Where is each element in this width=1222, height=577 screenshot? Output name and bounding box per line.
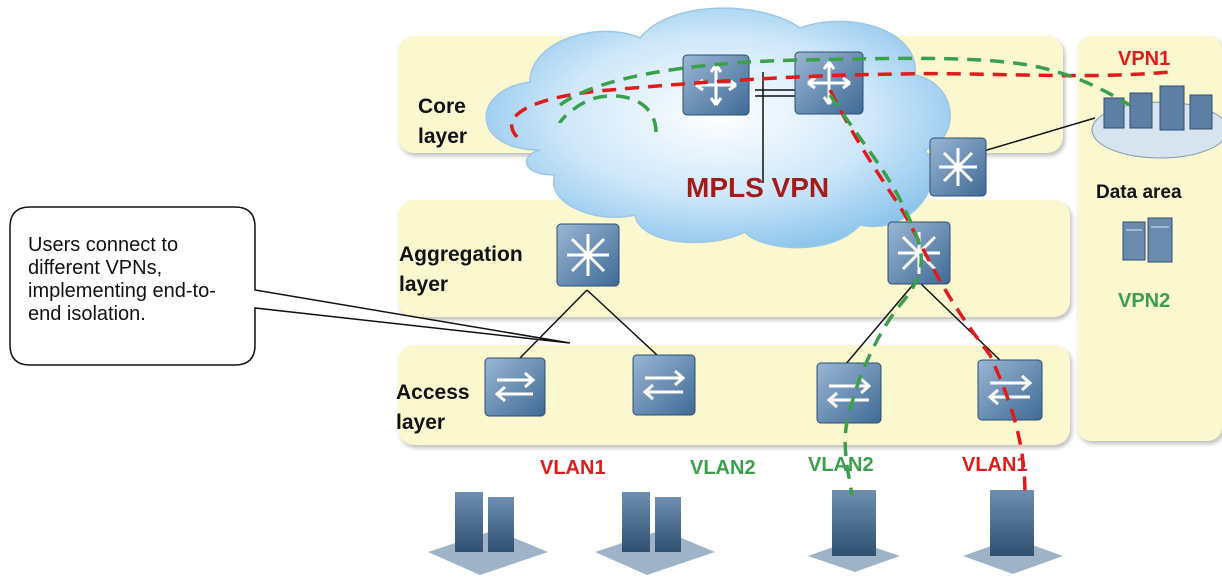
vpn2-path: [558, 56, 1131, 496]
access-switch-2: [632, 354, 696, 416]
access-switch-3: [816, 362, 882, 424]
vpn2-label: VPN2: [1118, 290, 1171, 312]
access-layer-label: Access layer: [396, 381, 470, 434]
office-building-2-icon: [595, 492, 715, 575]
vlan-label-2: VLAN2: [690, 457, 756, 479]
physical-links: [517, 72, 1096, 366]
server-cluster-icon: [1091, 85, 1222, 159]
callout-bubble: [9, 206, 571, 366]
vpn2-server-icon: [1122, 217, 1173, 263]
vlan-label-3: VLAN2: [808, 454, 874, 476]
aggregation-layer-label: Aggregation layer: [399, 243, 523, 296]
access-switch-4: [977, 359, 1043, 421]
vlan-label-1: VLAN1: [540, 457, 606, 479]
vpn1-label: VPN1: [1118, 48, 1171, 70]
mpls-cloud: [485, 7, 951, 249]
aggregation-switch-2: [887, 221, 951, 285]
core-layer-label: Core layer: [418, 95, 468, 148]
data-area-switch: [929, 137, 987, 197]
finance-building-1-icon: [808, 490, 900, 572]
callout-text: Users connect to different VPNs, impleme…: [28, 234, 216, 325]
vpn1-path: [510, 70, 1171, 496]
office-building-1-icon: [428, 492, 548, 575]
data-area-label: Data area: [1096, 182, 1182, 203]
aggregation-switch-1: [556, 223, 620, 287]
core-switch-1: [682, 54, 750, 116]
finance-building-2-icon: [963, 490, 1063, 574]
mpls-vpn-label: MPLS VPN: [686, 172, 830, 203]
vlan-label-4: VLAN1: [962, 454, 1028, 476]
access-switch-1: [484, 357, 546, 417]
core-switch-2: [794, 51, 864, 115]
